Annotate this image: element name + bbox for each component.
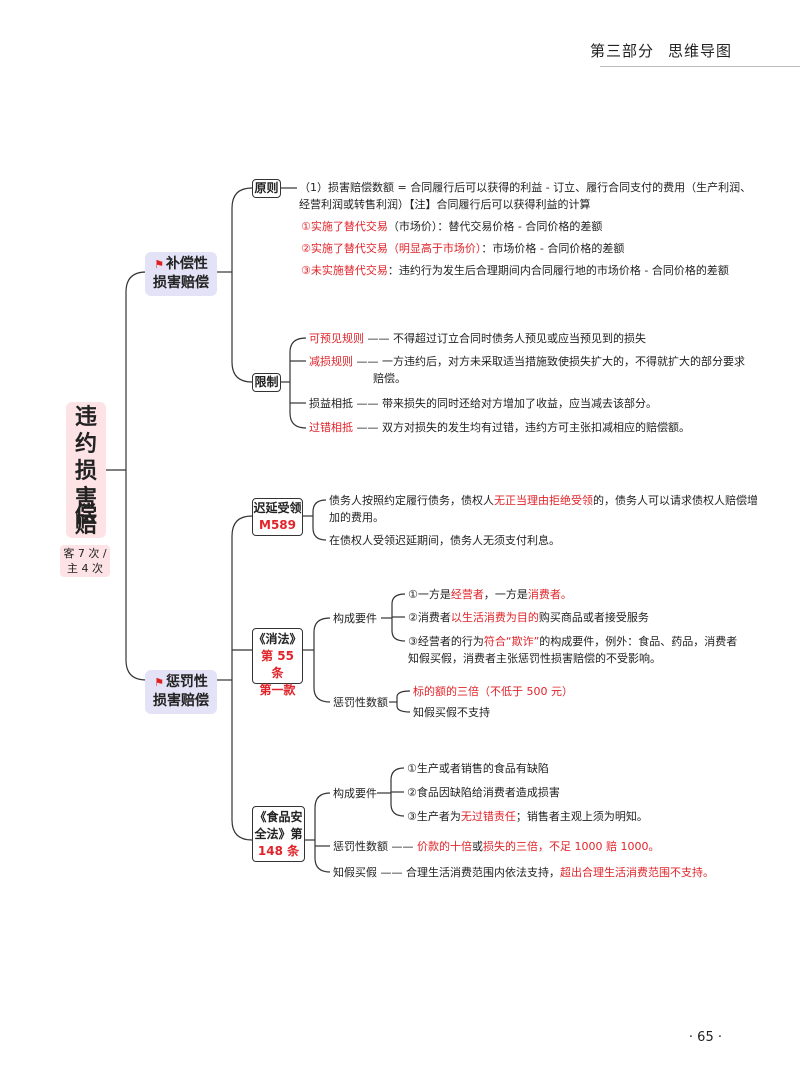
consumer-element-3-line2: 知假买假，消费者主张惩罚性损害赔偿的不受影响。 (408, 652, 661, 665)
delay-text-1: 债务人按照约定履行债务，债权人无正当理由拒绝受领的，债务人可以请求债权人赔偿增 (329, 494, 758, 507)
branch2-line2: 损害赔偿 (153, 693, 209, 709)
root-exam-note: 客 7 次 / 主 4 次 (60, 545, 110, 577)
food-element-2: ②食品因缺陷给消费者造成损害 (407, 786, 560, 799)
food-amount: 惩罚性数额 —— 价款的十倍或损失的三倍，不足 1000 赔 1000。 (333, 840, 660, 853)
principle-box: 原则 (252, 179, 281, 198)
food-label-line1: 《食品安 (254, 810, 303, 824)
limit-box: 限制 (252, 373, 281, 392)
food-knowing-purchase: 知假买假 —— 合理生活消费范围内依法支持，超出合理生活消费范围不支持。 (333, 866, 714, 879)
limit-rule-mitigation: 减损规则 —— 一方违约后，对方未采取适当措施致使损失扩大的，不得就扩大的部分要… (309, 355, 745, 368)
root-char: 偿 (74, 503, 97, 528)
food-law-box: 《食品安 全法》第 148 条 (252, 806, 305, 862)
consumer-element-1: ①一方是经营者，一方是消费者。 (408, 588, 572, 601)
food-element-1: ①生产或者销售的食品有缺陷 (407, 762, 549, 775)
delay-text-1-line2: 加的费用。 (329, 511, 384, 524)
root-node-last: 偿 (66, 500, 106, 540)
header-title: 思维导图 (667, 42, 732, 60)
branch2-line1: 惩罚性 (165, 674, 208, 690)
branch1-line2: 损害赔偿 (153, 275, 209, 291)
header-rule (600, 66, 800, 67)
consumer-element-2: ②消费者以生活消费为目的购买商品或者接受服务 (408, 611, 649, 624)
limit-rule-mitigation-line2: 赔偿。 (373, 372, 406, 385)
consumer-law-box: 《消法》 第 55 条 第一款 (252, 628, 303, 697)
root-char: 损 (74, 459, 97, 484)
food-element-3: ③生产者为无过错责任；销售者主观上须为明知。 (407, 810, 648, 823)
branch-punitive: ⚑惩罚性 损害赔偿 (145, 670, 217, 714)
page-number: · 65 · (688, 1030, 722, 1045)
flag-icon: ⚑ (154, 258, 164, 271)
root-char: 害 (74, 486, 97, 511)
root-note-line2: 主 4 次 (67, 562, 103, 575)
flag-icon: ⚑ (154, 676, 164, 689)
limit-rule-offset: 损益相抵 —— 带来损失的同时还给对方增加了收益，应当减去该部分。 (309, 397, 657, 410)
consumer-amount-1: 标的额的三倍（不低于 500 元） (413, 685, 573, 698)
delay-label-line2: M589 (259, 518, 296, 532)
consumer-amount-label: 惩罚性数额 (333, 696, 388, 709)
food-label-line2: 全法》第 (254, 827, 303, 841)
root-char: 约 (74, 432, 97, 457)
consumer-elements-label: 构成要件 (333, 612, 377, 625)
consumer-label-line3: 第一款 (259, 683, 296, 697)
root-char: 违 (74, 405, 97, 430)
food-elements-label: 构成要件 (333, 787, 377, 800)
consumer-amount-2: 知假买假不支持 (413, 706, 490, 719)
branch1-line1: 补偿性 (165, 256, 208, 272)
principle-item-1: ①实施了替代交易（市场价）：替代交易价格 - 合同价格的差额 (301, 220, 603, 233)
limit-rule-foreseeability: 可预见规则 —— 不得超过订立合同时债务人预见或应当预见到的损失 (309, 332, 646, 345)
root-node: 违 约 损 害 赔 (66, 402, 106, 538)
consumer-label-line1: 《消法》 (253, 632, 302, 646)
principle-item-2: ②实施了替代交易（明显高于市场价）：市场价格 - 合同价格的差额 (301, 242, 625, 255)
header-part: 第三部分 (589, 42, 654, 60)
consumer-label-line2: 第 55 条 (261, 649, 294, 680)
consumer-element-3: ③经营者的行为符合“欺诈”的构成要件，例外：食品、药品，消费者 (408, 635, 738, 648)
root-char: 赔 (74, 513, 97, 538)
limit-rule-fault: 过错相抵 —— 双方对损失的发生均有过错，违约方可主张扣减相应的赔偿额。 (309, 421, 690, 434)
principle-formula-line2: 经营利润或转售利润）【注】合同履行后可以获得利益的计算 (299, 198, 591, 211)
root-note-line1: 客 7 次 / (63, 547, 107, 560)
principle-item-3: ③未实施替代交易：违约行为发生后合理期间内合同履行地的市场价格 - 合同价格的差… (301, 264, 729, 277)
delay-label-line1: 迟延受领 (253, 501, 302, 515)
page-header: 第三部分思维导图 (576, 40, 732, 61)
delay-box: 迟延受领 M589 (252, 498, 303, 536)
delay-text-2: 在债权人受领迟延期间，债务人无须支付利息。 (329, 534, 560, 547)
food-label-line3: 148 条 (257, 844, 300, 858)
branch-compensatory: ⚑补偿性 损害赔偿 (145, 252, 217, 296)
principle-formula-line1: （1）损害赔偿数额 = 合同履行后可以获得的利益 - 订立、履行合同支付的费用（… (299, 181, 752, 194)
